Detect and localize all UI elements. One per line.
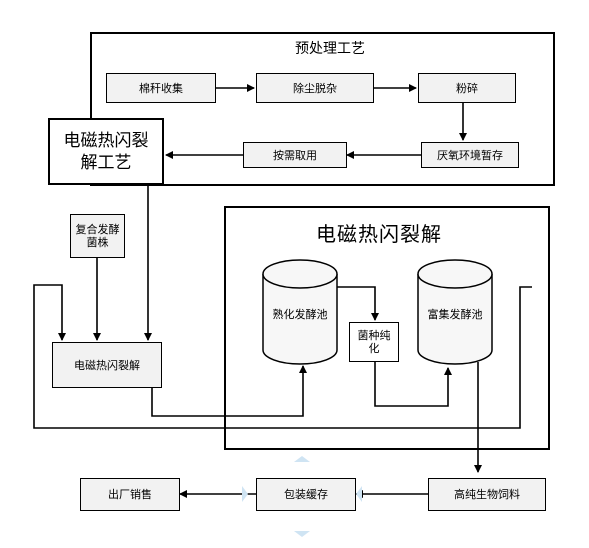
box-package-store: 包装缓存 — [256, 478, 356, 511]
box-dedust: 除尘脱杂 — [256, 73, 374, 103]
box-cotton-stalk-collect: 棉秆收集 — [106, 73, 216, 103]
box-anaerobic-store: 厌氧环境暂存 — [421, 142, 519, 168]
arrow-emflash-to-ripen — [151, 365, 307, 417]
strain-purify-label: 菌种纯化 — [357, 329, 391, 355]
enrich-tank-label: 富集发酵池 — [427, 308, 483, 321]
compound-strain-label: 复合发酵菌株 — [75, 223, 120, 249]
em-flash-frame — [224, 206, 550, 450]
box-strain-purify: 菌种纯化 — [349, 322, 399, 362]
box-em-flash-process: 电磁热闪裂解工艺 — [48, 118, 164, 185]
box-take-on-demand: 按需取用 — [243, 142, 347, 168]
arrow-left-loop — [33, 284, 532, 429]
box-crush: 粉碎 — [418, 73, 516, 103]
faint-arrow-glyphs — [242, 456, 362, 537]
arrow-ripen-to-purify — [332, 286, 379, 321]
em-flash-frame-title: 电磁热闪裂解 — [316, 222, 442, 246]
ripen-tank-cylinder — [262, 259, 338, 365]
ripen-tank-label: 熟化发酵池 — [272, 308, 328, 321]
box-high-purity-feed: 高纯生物饲料 — [428, 478, 546, 511]
em-flash-process-label: 电磁热闪裂解工艺 — [63, 130, 149, 173]
pretreatment-frame — [90, 32, 555, 186]
box-em-flash: 电磁热闪裂解 — [52, 342, 162, 388]
enrich-tank-cylinder — [417, 259, 493, 365]
box-factory-sale: 出厂销售 — [80, 478, 180, 511]
arrow-purify-to-enrich — [374, 362, 452, 407]
pretreatment-title: 预处理工艺 — [295, 41, 365, 57]
box-compound-strain: 复合发酵菌株 — [70, 214, 125, 258]
